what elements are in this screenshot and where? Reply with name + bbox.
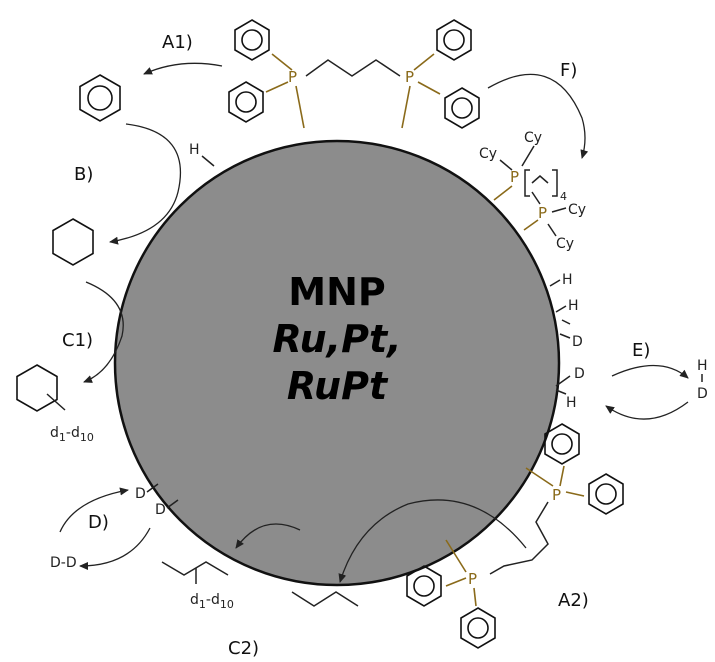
phosphorus-atom: P — [468, 570, 477, 588]
surface-hydride: H — [189, 142, 200, 158]
deuteration-range: d1-d10 — [50, 425, 94, 444]
hd-molecule: H D — [697, 358, 708, 402]
label-a2: A2) — [558, 590, 589, 611]
cyclohexyl-group: Cy — [556, 236, 574, 252]
svg-text:H: H — [568, 298, 579, 314]
svg-text:D: D — [574, 366, 585, 382]
benzene-product — [79, 74, 121, 122]
deuterated-cyclohexane — [16, 364, 66, 412]
label-b: B) — [74, 164, 93, 185]
label-e: E) — [632, 340, 650, 361]
svg-text:H: H — [562, 272, 573, 288]
phenyl-ring — [406, 565, 442, 607]
phosphorus-atom: P — [552, 486, 561, 504]
phenyl-ring — [436, 19, 472, 61]
core-label-alloy: RuPt — [287, 364, 389, 408]
phenyl-ring — [228, 81, 264, 123]
methylene-count: 4 — [560, 190, 567, 203]
cyclohexyl-group: Cy — [568, 202, 586, 218]
phenyl-ring — [444, 87, 480, 129]
core-label-metals: Ru,Pt, — [272, 317, 401, 361]
dicyclohexylphosphine-ligand: Cy Cy P 4 P Cy Cy — [479, 130, 586, 252]
phosphorus-atom: P — [538, 204, 547, 222]
phenyl-ring — [234, 19, 270, 61]
phosphorus-atom: P — [510, 168, 519, 186]
label-c2: C2) — [228, 638, 259, 659]
diphosphine-ligand-bottom: P P — [406, 423, 624, 649]
label-c1: C1) — [62, 330, 93, 351]
deuterated-butane — [161, 561, 229, 576]
surface-deuteride: D — [135, 486, 146, 502]
phosphorus-atom: P — [405, 68, 414, 86]
label-d: D) — [88, 512, 109, 533]
deuterium-molecule: D-D — [50, 555, 77, 571]
phosphorus-atom: P — [288, 68, 297, 86]
cyclohexyl-group: Cy — [479, 146, 497, 162]
label-a1: A1) — [162, 32, 193, 53]
cyclohexyl-group: Cy — [524, 130, 542, 146]
diphosphine-ligand-top: P P — [228, 19, 480, 129]
svg-text:H: H — [697, 358, 708, 374]
phenyl-ring — [544, 423, 580, 465]
label-f: F) — [560, 60, 577, 81]
surface-species-right: H H D D H — [549, 272, 585, 411]
core-label-mnp: MNP — [288, 270, 385, 314]
phenyl-ring — [588, 473, 624, 515]
svg-text:H: H — [566, 395, 577, 411]
phenyl-ring — [460, 607, 496, 649]
svg-text:D: D — [572, 334, 583, 350]
butane-deuteration-range: d1-d10 — [190, 592, 234, 611]
svg-text:D: D — [697, 386, 708, 402]
cyclohexane-product — [52, 218, 94, 266]
butene-intermediate — [291, 591, 359, 607]
surface-deuteride: D — [155, 502, 166, 518]
nanoparticle-core — [113, 139, 561, 587]
